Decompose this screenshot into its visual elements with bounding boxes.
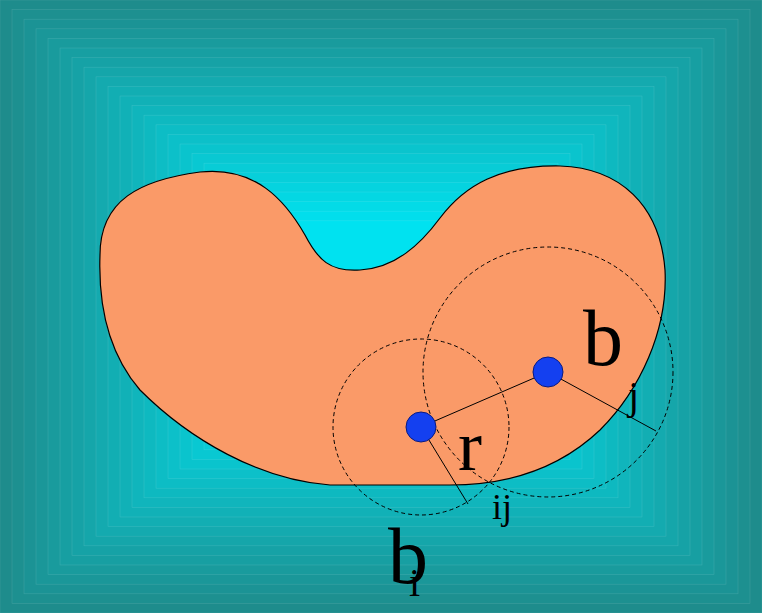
symbol-label: b bbox=[583, 298, 623, 378]
subscript-label: ij bbox=[492, 489, 512, 525]
gradient-band bbox=[96, 77, 666, 536]
symbol-label: r bbox=[458, 410, 482, 482]
gradient-band bbox=[84, 67, 678, 546]
gradient-band bbox=[48, 38, 714, 574]
particle-dot bbox=[406, 412, 436, 442]
radius-line bbox=[548, 372, 656, 431]
gradient-band bbox=[12, 10, 750, 604]
organ-outline bbox=[100, 166, 665, 485]
subscript-label: i bbox=[409, 563, 420, 603]
range-circle bbox=[333, 339, 509, 515]
symbol-label: b bbox=[388, 516, 428, 596]
subscript-label: j bbox=[628, 376, 639, 416]
particle-dot bbox=[533, 357, 563, 387]
gradient-band bbox=[60, 48, 702, 565]
gradient-band bbox=[36, 29, 726, 584]
distance-line bbox=[421, 372, 548, 427]
range-circle bbox=[423, 247, 673, 497]
gradient-band bbox=[72, 58, 690, 556]
gradient-band bbox=[24, 19, 738, 594]
